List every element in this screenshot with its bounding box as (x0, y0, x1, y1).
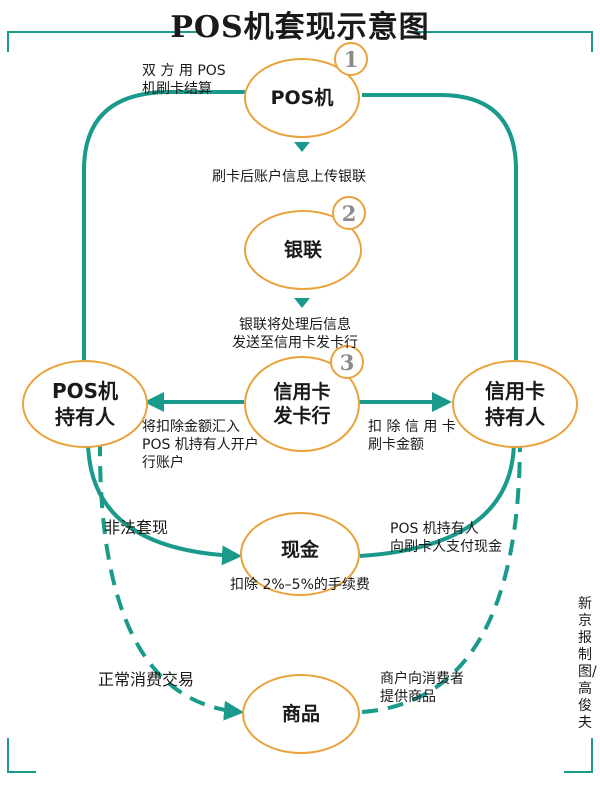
step-badge-3: 3 (330, 345, 364, 379)
label-deduct-card: 扣 除 信 用 卡 刷卡金额 (368, 419, 456, 453)
node-goods: 商品 (242, 674, 360, 754)
label-deduct-to-pos: 将扣除金额汇入 POS 机持有人开户 行账户 (142, 419, 259, 471)
label-fee: 扣除 2%–5%的手续费 (230, 577, 370, 593)
edge-posholder-to-posmachine (82, 90, 246, 360)
label-normal-trade: 正常消费交易 (98, 670, 195, 689)
arrow-down-icon (294, 298, 310, 308)
edge-goods-to-cardholder (361, 439, 522, 714)
edge-cash-to-cardholder (359, 439, 516, 558)
step-badge-1: 1 (334, 42, 368, 76)
label-both-settle: 双 方 用 POS 机刷卡结算 (142, 63, 226, 97)
corner-bracket-bottom-right (564, 738, 593, 773)
label-unionpay-to-issuer: 银联将处理后信息 发送至信用卡发卡行 (232, 317, 358, 351)
label-illegal-cashout: 非法套现 (104, 518, 169, 537)
corner-bracket-top-right (412, 31, 593, 52)
edge-posmachine-to-cardholder (362, 93, 518, 360)
edge-posholder-to-goods (97, 439, 244, 721)
corner-bracket-top-left (7, 31, 200, 52)
node-pos-holder: POS机 持有人 (22, 360, 148, 448)
step-badge-2: 2 (332, 196, 366, 230)
label-merchant-goods: 商户向消费者 提供商品 (380, 671, 464, 705)
node-cash: 现金 (240, 512, 360, 596)
corner-bracket-bottom-left (7, 738, 36, 773)
node-goods-label: 商品 (281, 703, 320, 725)
node-pos-machine: POS机 (244, 58, 360, 138)
image-credit: 新京报制图/高俊夫 (578, 596, 597, 731)
label-pay-cash: POS 机持有人 向刷卡人支付现金 (390, 521, 502, 555)
arrow-down-icon (294, 142, 310, 152)
label-upload-unionpay: 刷卡后账户信息上传银联 (212, 169, 366, 185)
node-card-holder: 信用卡 持有人 (452, 360, 578, 448)
node-cash-label: 现金 (280, 539, 319, 561)
edge-posholder-to-cash (86, 439, 242, 566)
page-title: POS机套现示意图 (170, 10, 430, 45)
node-unionpay-label: 银联 (283, 239, 322, 261)
node-pos-machine-label: POS机 (270, 87, 334, 109)
node-issuer-label: 信用卡 发卡行 (273, 381, 331, 427)
node-card-holder-label: 信用卡 持有人 (485, 379, 545, 429)
node-pos-holder-label: POS机 持有人 (51, 379, 119, 429)
